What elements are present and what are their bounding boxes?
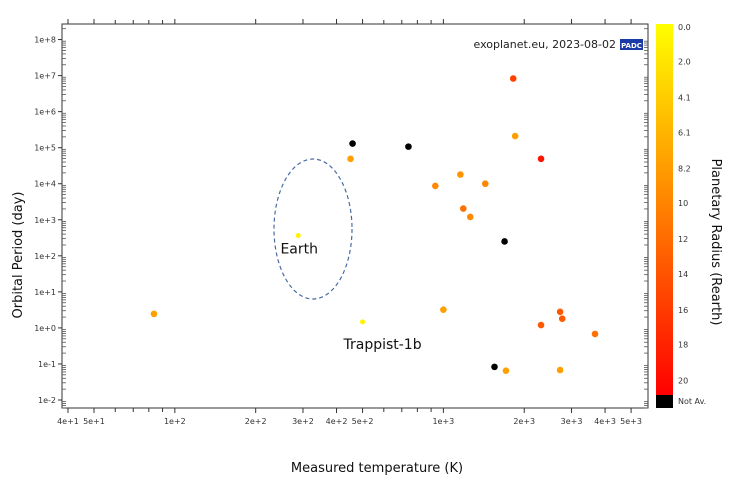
annotation-trappist-1b: Trappist-1b — [342, 337, 421, 353]
planet-point — [481, 180, 489, 188]
x-axis-title: Measured temperature (K) — [291, 461, 463, 476]
planet-point — [457, 171, 464, 178]
planet-point — [150, 310, 158, 318]
habitable-zone-ellipse — [273, 158, 353, 300]
axes: 4e+1 5e+1 1e+2 2e+2 3e+2 4e+2 5e+2 1e+3 2e+3 3e+3… — [34, 19, 649, 426]
y-tick-label: 1e+5 — [34, 144, 56, 153]
planet-point — [491, 363, 498, 371]
y-tick-label: 1e-1 — [38, 360, 56, 369]
planet-point — [349, 140, 356, 147]
colorbar-tick-label: 20 — [678, 377, 688, 386]
colorbar-tick-label: 16 — [678, 306, 688, 315]
planet-point — [558, 315, 566, 323]
planet-point — [537, 155, 545, 163]
planet-point — [509, 75, 517, 82]
y-tick-label: 1e+2 — [34, 252, 56, 261]
planet-point — [556, 366, 564, 374]
planet-point-trappist-1b — [360, 319, 366, 325]
colorbar-tick-label: 18 — [678, 341, 688, 350]
colorbar-na-swatch — [656, 395, 673, 408]
x-tick-label: 4e+1 — [57, 417, 79, 426]
y-tick-label: 1e+0 — [34, 324, 56, 333]
x-tick-label: 5e+1 — [83, 417, 105, 426]
x-tick-label: 3e+3 — [561, 417, 583, 426]
colorbar-tick-label: 12 — [678, 235, 688, 244]
x-tick-label: 5e+2 — [352, 417, 374, 426]
planet-point-earth — [295, 233, 301, 239]
y-tick-label: 1e+1 — [34, 288, 56, 297]
plot-frame — [61, 23, 649, 409]
x-tick-label: 4e+3 — [594, 417, 616, 426]
colorbar-tick-label: 2.0 — [678, 58, 691, 67]
y-axis-title: Orbital Period (day) — [11, 192, 26, 319]
planet-point — [501, 238, 508, 245]
planet-point — [432, 182, 439, 190]
y-tick-label: 1e+4 — [34, 180, 56, 189]
colorbar-tick-label: 6.1 — [678, 128, 691, 137]
planet-point — [347, 155, 354, 163]
planet-point — [502, 367, 510, 375]
x-tick-label: 3e+2 — [292, 417, 314, 426]
planet-point — [591, 330, 599, 338]
colorbar: 0.0 2.0 4.1 6.1 8.2 10 12 14 16 18 20 Not Av. Plan… — [656, 23, 723, 408]
y-tick-label: 1e+6 — [34, 108, 56, 117]
x-tick-label: 2e+3 — [513, 417, 535, 426]
planet-point — [556, 308, 564, 316]
planet-point — [511, 132, 519, 140]
planet-point — [440, 306, 447, 314]
svg-text:PADC: PADC — [621, 42, 642, 50]
credit-text: exoplanet.eu, 2023-08-02 — [474, 38, 616, 51]
x-tick-label: 2e+2 — [245, 417, 267, 426]
colorbar-title: Planetary Radius (Rearth) — [708, 159, 723, 326]
colorbar-tick-label: 14 — [678, 270, 688, 279]
x-tick-label: 1e+3 — [432, 417, 454, 426]
colorbar-tick-label: 10 — [678, 199, 688, 208]
padc-logo: PADC — [620, 39, 643, 50]
x-tick-label: 4e+2 — [326, 417, 348, 426]
y-tick-label: 1e+7 — [34, 72, 56, 81]
planet-point — [537, 321, 545, 329]
y-tick-label: 1e+3 — [34, 216, 56, 225]
planet-point — [405, 143, 412, 150]
colorbar-na-label: Not Av. — [678, 397, 706, 406]
x-tick-label: 5e+3 — [620, 417, 642, 426]
planet-point — [466, 213, 474, 221]
colorbar-gradient — [656, 24, 673, 395]
colorbar-tick-label: 8.2 — [678, 164, 691, 173]
y-tick-label: 1e-2 — [38, 396, 56, 405]
x-tick-label: 1e+2 — [164, 417, 186, 426]
annotation-earth: Earth — [280, 242, 318, 258]
colorbar-tick-label: 0.0 — [678, 23, 691, 32]
colorbar-tick-label: 4.1 — [678, 94, 691, 103]
planet-point — [459, 205, 467, 212]
y-tick-label: 1e+8 — [34, 36, 56, 45]
